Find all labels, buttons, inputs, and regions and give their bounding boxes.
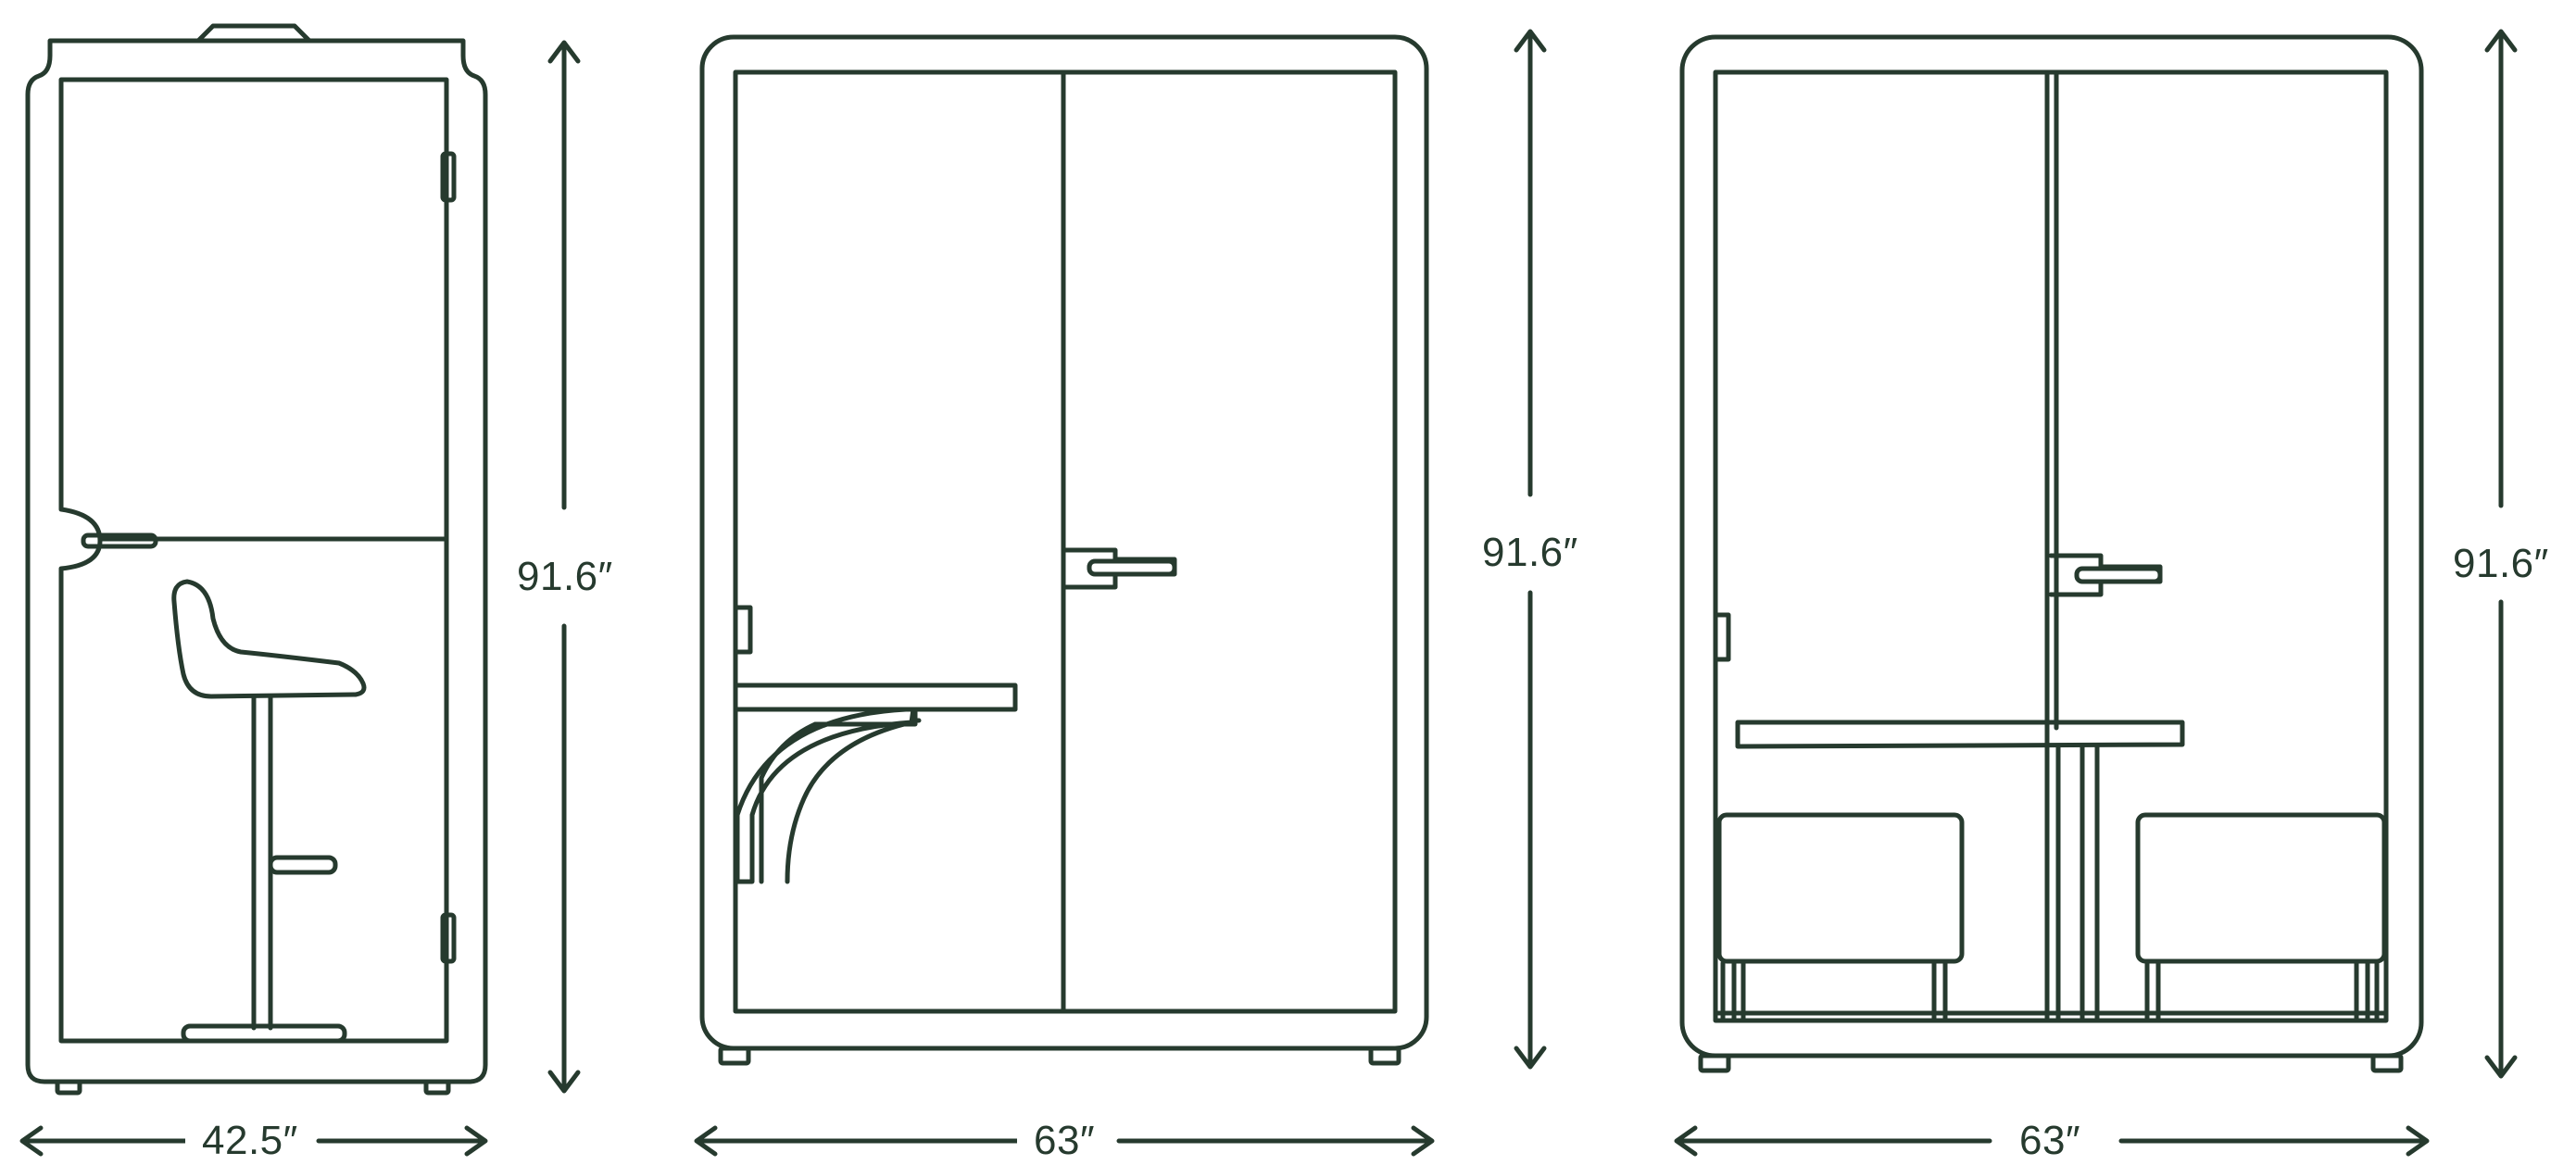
bench-left-legs: [1720, 960, 1948, 1023]
desk-width-label: 63″: [1017, 1117, 1112, 1165]
bench-left: [1716, 812, 1965, 1023]
side-height-arrowhead-bottom: [547, 1070, 581, 1094]
desk-booth-door-handle: [1062, 547, 1177, 590]
desk-top: [733, 683, 1018, 712]
desk-booth-foot-right: [1368, 1046, 1401, 1066]
stool-footrest: [268, 855, 338, 875]
hinge-top: [440, 151, 457, 203]
stool-seat: [171, 579, 367, 699]
desk-width-arrowhead-right: [1411, 1125, 1435, 1157]
table-height-label: 91.6″: [2436, 540, 2566, 588]
side-height-arrowhead-top: [547, 40, 581, 64]
side-height-label: 91.6″: [500, 553, 630, 601]
desk-height-label: 91.6″: [1465, 529, 1595, 577]
table-top: [1735, 720, 2185, 749]
table-height-arrowhead-top: [2484, 29, 2518, 53]
bar-stool: [171, 579, 367, 1044]
front-table-view: [1679, 34, 2424, 1073]
bench-right-cushion: [2135, 812, 2387, 964]
roof-vent: [195, 23, 312, 44]
side-width-dimension: [19, 1125, 488, 1157]
table-booth-foot-left: [1698, 1053, 1731, 1073]
bench-right-legs: [2144, 960, 2380, 1023]
table-height-dimension: [2484, 29, 2518, 1079]
side-door-handle: [81, 532, 158, 549]
side-height-dimension: [547, 40, 581, 1094]
table-booth-inner-frame: [1713, 69, 2389, 1023]
side-width-arrowhead-right: [464, 1125, 488, 1157]
desk-booth-outer-shell: [699, 34, 1429, 1051]
desk-support-inner: [785, 720, 914, 884]
desk-height-dimension: [1514, 29, 1547, 1070]
table-leg: [2055, 744, 2100, 1023]
table-height-arrowhead-bottom: [2484, 1055, 2518, 1079]
desk-height-arrowhead-bottom: [1514, 1046, 1547, 1070]
side-foot-left: [55, 1079, 82, 1096]
side-width-arrowhead-left: [19, 1125, 44, 1157]
table-width-arrowhead-left: [1674, 1125, 1698, 1157]
bench-right: [2135, 812, 2387, 1023]
table-width-label: 63″: [2003, 1117, 2098, 1165]
side-foot-right: [423, 1079, 451, 1096]
table-booth-foot-right: [2370, 1053, 2404, 1073]
side-width-label: 42.5″: [185, 1117, 315, 1165]
table-booth-door-handle: [2048, 553, 2163, 597]
desk-booth-wall-bracket: [733, 605, 753, 655]
desk-width-dimension: [694, 1125, 1435, 1157]
front-desk-view: [699, 34, 1429, 1066]
table-booth-center-divider: [2044, 69, 2059, 1023]
table-booth-wall-bracket: [1713, 612, 1731, 662]
desk-booth-foot-left: [718, 1046, 751, 1066]
desk-width-arrowhead-left: [694, 1125, 718, 1157]
table-width-dimension: [1674, 1125, 2430, 1157]
table-booth-outer-shell: [1679, 34, 2424, 1059]
bench-left-cushion: [1716, 812, 1965, 964]
table-width-arrowhead-right: [2406, 1125, 2430, 1157]
desk-height-arrowhead-top: [1514, 29, 1547, 53]
stool-post: [251, 694, 273, 1031]
hinge-bottom: [440, 912, 457, 964]
stool-base: [181, 1023, 347, 1044]
side-outer-shell: [25, 38, 488, 1084]
side-view: [25, 23, 488, 1096]
desk-cable-rail: [759, 707, 922, 884]
table-booth-handle-lever: [2074, 566, 2163, 584]
desk-booth-handle-lever: [1087, 558, 1177, 577]
